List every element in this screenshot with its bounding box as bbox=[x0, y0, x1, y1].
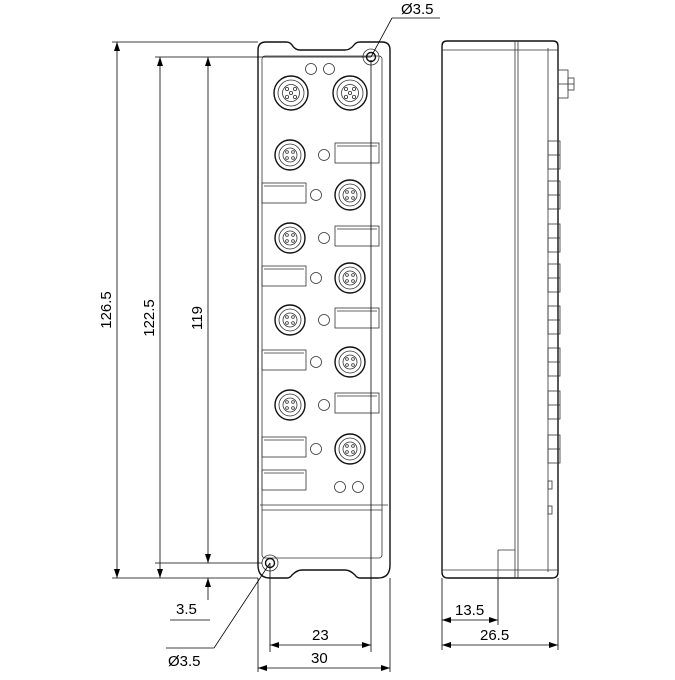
housing-outline bbox=[257, 41, 391, 579]
dim-total-width: 30 bbox=[311, 650, 328, 667]
m8-connector-4 bbox=[334, 262, 366, 294]
m8-connector-3 bbox=[274, 222, 306, 254]
leader-hole-top bbox=[370, 17, 393, 58]
m8-connector-5 bbox=[274, 304, 306, 336]
side-mount-step bbox=[497, 549, 515, 578]
led-io-3 bbox=[318, 232, 330, 244]
dim-side-depth-offset: 13.5 bbox=[455, 602, 484, 619]
led-io-2 bbox=[310, 189, 322, 201]
side-m12-stub bbox=[557, 69, 575, 99]
led-m12-2 bbox=[323, 63, 335, 75]
housing-inner-frame bbox=[261, 55, 383, 559]
dim-side-total-depth: 26.5 bbox=[480, 627, 509, 644]
dim-total-height: 126.5 bbox=[98, 291, 115, 329]
side-connector-stub-2 bbox=[547, 180, 561, 210]
side-view bbox=[441, 40, 575, 579]
dim-hole-spacing-width: 23 bbox=[312, 627, 329, 644]
led-status-2 bbox=[352, 481, 364, 493]
m12-connector-group bbox=[273, 63, 368, 111]
label-field-9 bbox=[261, 469, 307, 491]
io-connector-group bbox=[261, 139, 380, 493]
dim-hole-diameter-top: Ø3.5 bbox=[401, 1, 434, 18]
m8-connector-7 bbox=[274, 389, 306, 421]
led-io-7 bbox=[318, 399, 330, 411]
side-connector-stub-5 bbox=[547, 305, 561, 335]
side-connector-stub-8 bbox=[547, 434, 561, 464]
label-field-5 bbox=[334, 307, 380, 329]
led-io-1 bbox=[318, 149, 330, 161]
label-field-6 bbox=[261, 349, 307, 371]
m8-connector-2 bbox=[334, 179, 366, 211]
label-field-4 bbox=[261, 265, 307, 287]
leader-hole-bottom bbox=[213, 562, 271, 649]
label-field-1 bbox=[334, 142, 380, 164]
side-stub-group bbox=[547, 140, 561, 515]
led-io-4 bbox=[310, 272, 322, 284]
led-status-1 bbox=[334, 481, 346, 493]
side-housing-outline bbox=[441, 40, 559, 579]
dim-body-height: 119 bbox=[189, 306, 206, 330]
side-connector-stub-7 bbox=[547, 390, 561, 420]
label-field-8 bbox=[261, 436, 307, 458]
m12-connector-2 bbox=[332, 75, 368, 111]
label-field-7 bbox=[334, 392, 380, 414]
led-m12-1 bbox=[305, 63, 317, 75]
dimension-group: 126.5 122.5 119 3.5 Ø3.5 Ø3.5 23 bbox=[98, 1, 559, 672]
led-io-5 bbox=[318, 314, 330, 326]
side-detail-1 bbox=[547, 480, 553, 490]
label-field-3 bbox=[334, 225, 380, 247]
label-field-2 bbox=[261, 182, 307, 204]
side-detail-2 bbox=[547, 505, 553, 515]
side-connector-stub-4 bbox=[547, 263, 561, 293]
m12-connector-1 bbox=[273, 75, 309, 111]
led-io-8 bbox=[310, 443, 322, 455]
dim-hole-offset-bottom: 3.5 bbox=[176, 601, 197, 618]
side-connector-stub-6 bbox=[547, 347, 561, 377]
dim-hole-spacing-height: 122.5 bbox=[141, 299, 158, 337]
m8-connector-8 bbox=[334, 433, 366, 465]
m8-connector-6 bbox=[334, 346, 366, 378]
side-connector-stub-1 bbox=[547, 140, 561, 170]
front-view bbox=[257, 41, 391, 579]
arrow-bottom-offset bbox=[205, 578, 211, 587]
dim-hole-diameter-bottom: Ø3.5 bbox=[168, 653, 201, 670]
led-io-6 bbox=[310, 356, 322, 368]
side-connector-stub-3 bbox=[547, 223, 561, 253]
m8-connector-1 bbox=[274, 139, 306, 171]
